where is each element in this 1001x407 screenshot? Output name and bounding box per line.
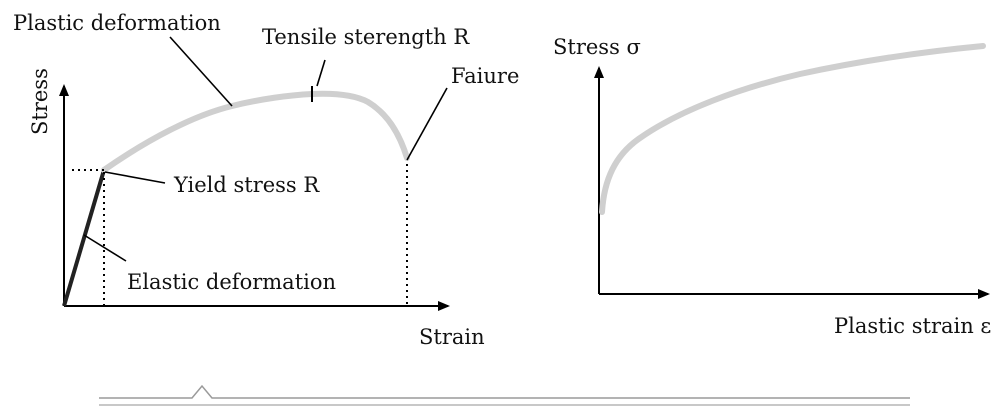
elastic-deformation-label: Elastic deformation (127, 270, 336, 294)
tensile-strength-label: Tensile sterength R (262, 25, 470, 49)
tensile-strength-leader (316, 59, 326, 87)
stress-strain-diagram: Plastic deformation Tensile sterength R … (13, 11, 519, 349)
left-x-axis-label: Strain (419, 325, 485, 349)
yield-stress-label: Yield stress R (173, 173, 320, 197)
plastic-deformation-label: Plastic deformation (13, 11, 221, 35)
left-y-axis-label: Stress (28, 68, 52, 135)
yield-stress-leader (104, 171, 166, 184)
elastic-deformation-leader (83, 234, 127, 262)
elastic-line (62, 169, 106, 307)
flow-curve-diagram: Stress σ Plastic strain ε (553, 35, 991, 338)
right-y-axis-label: Stress σ (553, 35, 641, 59)
plastic-curve (101, 90, 410, 173)
bottom-rule-top-line (99, 384, 630, 399)
failure-leader (406, 87, 448, 161)
plastic-deformation-leader (169, 36, 233, 107)
right-x-axis-label: Plastic strain ε (834, 314, 991, 338)
bottom-rule (99, 384, 910, 406)
failure-label: Faiure (451, 64, 519, 88)
flow-curve (599, 43, 986, 215)
